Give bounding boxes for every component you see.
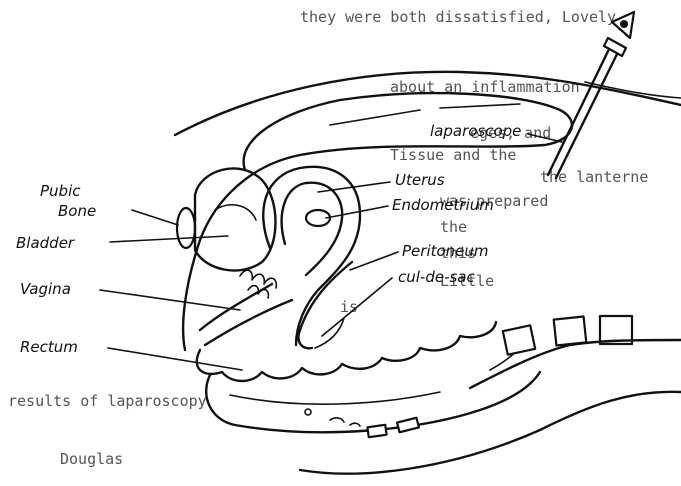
label-endometrium: Endometrium <box>392 196 494 214</box>
label-cul-de-sac: cul-de-sac <box>398 268 476 286</box>
vertebra-1 <box>503 325 535 354</box>
coccyx-marks <box>330 418 360 426</box>
pubic-bone-shape <box>177 208 195 248</box>
sacrum-curve <box>470 340 681 388</box>
lower-body-line <box>300 392 681 474</box>
leader-pubic-bone <box>132 210 178 225</box>
bg-line-7: the <box>440 218 467 236</box>
rectal-folds <box>230 340 526 404</box>
label-vagina: Vagina <box>20 280 71 298</box>
uterus-inner <box>282 183 343 275</box>
vaginal-canal <box>200 284 292 345</box>
label-bladder: Bladder <box>16 234 75 252</box>
bg-line-12: Douglas <box>60 450 123 468</box>
vertebra-2 <box>554 317 587 346</box>
coccyx-bone-2 <box>397 418 419 433</box>
leader-endometrium <box>326 206 388 218</box>
bg-line-11: results of laparoscopy <box>8 392 207 410</box>
bg-line-4: Tissue and the <box>390 146 516 164</box>
background-page-text: they were both dissatisfied, Lovely abou… <box>8 8 648 468</box>
label-laparoscope: laparoscope <box>430 122 521 140</box>
cul-de-sac-pouch <box>315 318 344 348</box>
coccyx-dot-1 <box>305 409 311 415</box>
leader-bladder <box>110 236 228 242</box>
leader-rectum <box>108 348 242 370</box>
leader-vagina <box>100 290 240 310</box>
label-pubic: Pubic <box>40 182 81 200</box>
uterus-outer <box>263 167 360 345</box>
rectum-upper <box>197 322 496 381</box>
leader-cul-de-sac <box>322 278 392 336</box>
leader-peritoneum <box>350 252 398 270</box>
bg-line-1: they were both dissatisfied, Lovely <box>300 8 616 26</box>
eyepiece-lens-icon <box>620 20 628 28</box>
bladder-inner-line <box>215 205 256 220</box>
coccyx-bone <box>367 425 386 437</box>
label-rectum: Rectum <box>20 338 78 356</box>
label-peritoneum: Peritoneum <box>402 242 489 260</box>
label-uterus: Uterus <box>395 171 445 189</box>
label-bone: Bone <box>58 202 96 220</box>
